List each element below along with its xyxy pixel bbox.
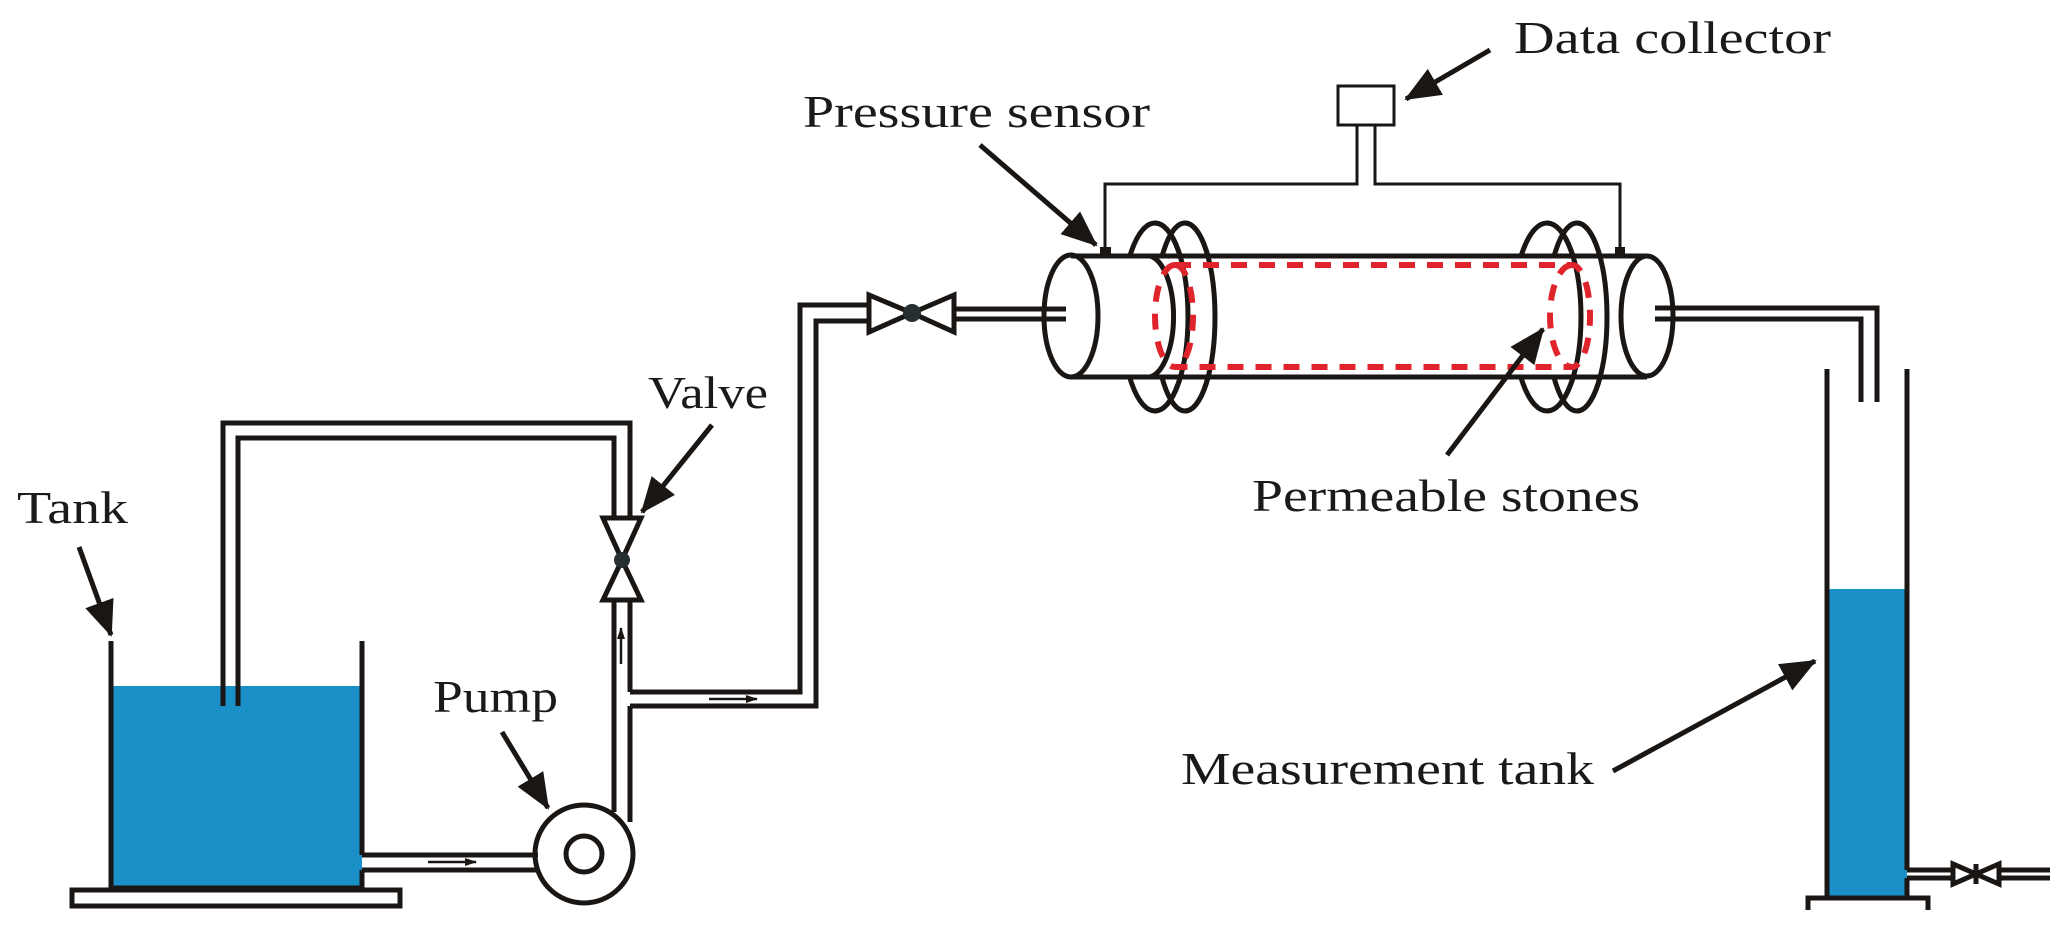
return-valve: [599, 515, 645, 603]
inlet-valve: [866, 291, 957, 336]
pump-impeller: [563, 833, 605, 875]
drain-valve: [1950, 860, 2002, 888]
pressure-sensor-inlet: [1100, 247, 1111, 256]
valve-ball: [903, 304, 921, 322]
pump-riser-pipe: [611, 600, 633, 822]
left-end-cap: [1041, 252, 1101, 380]
label-tank: Tank: [17, 482, 128, 533]
pressure-sensor-pointer-arrow: [978, 143, 1098, 247]
drain-pipe: [1907, 867, 2050, 881]
permeable-stones-pointer-arrow: [1445, 327, 1545, 457]
outlet-pipe: [1655, 305, 1880, 402]
branch-pipe: [630, 302, 868, 709]
valve-ball: [614, 552, 630, 568]
sample-cylinder: [1041, 220, 1676, 414]
data-collector: [1336, 84, 1396, 127]
tank-to-pump-pipe: [362, 852, 538, 873]
valve-pointer-arrow: [640, 423, 714, 514]
pump-pointer-arrow: [499, 730, 551, 810]
right-end-cap: [1618, 253, 1676, 379]
measurement-tank: [1805, 369, 1931, 910]
permeable-stones: [1152, 262, 1593, 370]
pump: [532, 802, 636, 906]
label-pump: Pump: [433, 671, 558, 722]
label-pressure-sensor: Pressure sensor: [803, 86, 1150, 137]
sensor-wires: [1103, 126, 1622, 248]
pressure-sensor-outlet: [1615, 247, 1625, 256]
label-data-collector: Data collector: [1514, 12, 1831, 63]
tank-water: [111, 686, 362, 888]
tank-pointer-arrow: [76, 546, 114, 637]
label-measurement-tank: Measurement tank: [1181, 743, 1594, 794]
measurement-tank-pointer-arrow: [1611, 658, 1817, 774]
inlet-pipe: [954, 306, 1066, 322]
return-loop-pipe: [220, 420, 633, 706]
data-collector-pointer-arrow: [1404, 47, 1492, 102]
label-permeable-stones: Permeable stones: [1252, 470, 1640, 521]
measurement-tank-base: [1805, 895, 1931, 910]
tank: [69, 641, 403, 909]
tank-base-plate: [69, 887, 403, 909]
label-valve: Valve: [648, 367, 768, 418]
measurement-tank-water: [1827, 589, 1907, 897]
